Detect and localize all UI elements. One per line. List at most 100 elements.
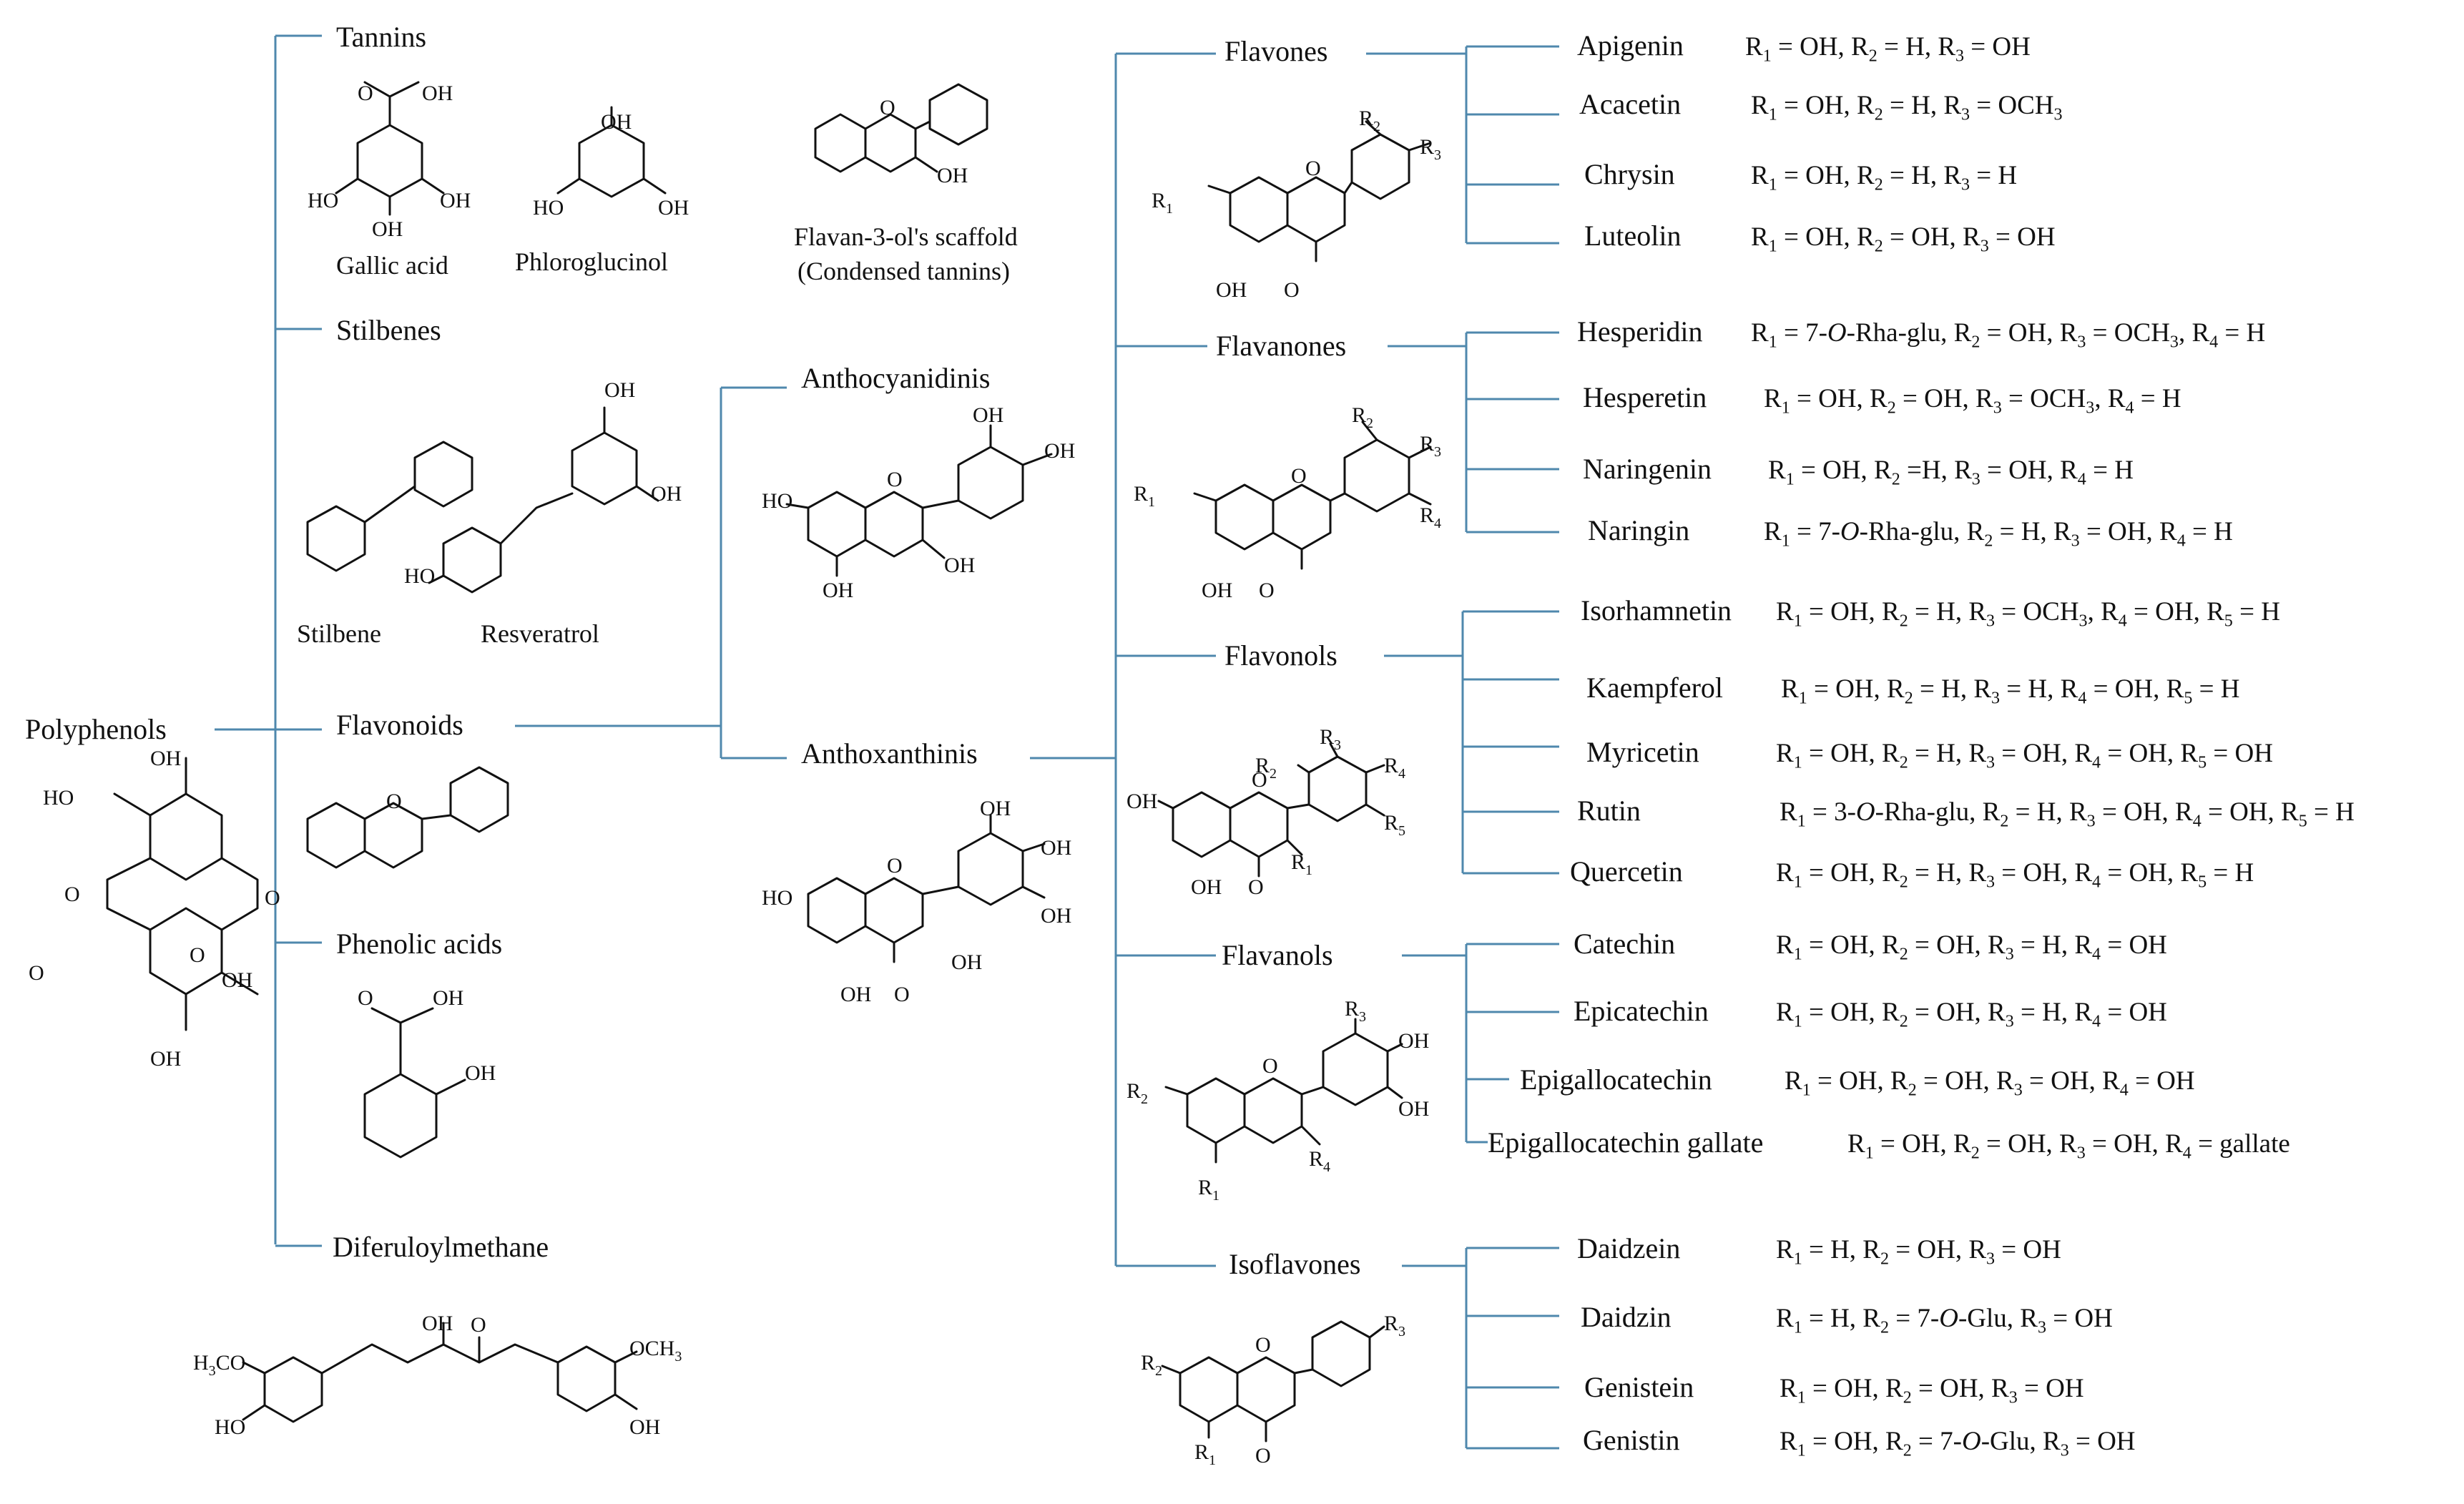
phloroglucinol-structure: OH HO OH bbox=[533, 106, 689, 220]
svg-text:HO: HO bbox=[215, 1415, 245, 1439]
substituent-formula: R1 = OH, R2 = OH, R3 = H, R4 = OH bbox=[1776, 930, 2167, 964]
svg-text:R3: R3 bbox=[1320, 725, 1341, 753]
svg-text:O: O bbox=[190, 943, 205, 967]
compound-name: Genistein bbox=[1584, 1371, 1694, 1403]
flavonols-bracket bbox=[1384, 610, 1559, 875]
svg-text:OH: OH bbox=[222, 968, 252, 992]
compound-label-gallic-acid: Gallic acid bbox=[336, 251, 448, 280]
compound-name: Acacetin bbox=[1579, 88, 1682, 120]
svg-text:R1: R1 bbox=[1194, 1440, 1216, 1468]
svg-text:OH: OH bbox=[651, 482, 682, 506]
flavonoid-split bbox=[515, 386, 787, 760]
scaffold-caption-line1: Flavan-3-ol's scaffold bbox=[794, 222, 1018, 251]
compound-label-stilbene: Stilbene bbox=[297, 619, 381, 648]
branch-label-tannins: Tannins bbox=[336, 21, 427, 53]
substituent-formula: R1 = OH, R2 = OH, R3 = OH, R4 = OH bbox=[1785, 1066, 2195, 1100]
svg-text:OCH3: OCH3 bbox=[629, 1337, 682, 1365]
flavanols-bracket bbox=[1402, 943, 1559, 1144]
compound-name: Hesperidin bbox=[1577, 315, 1703, 348]
flavanone-core-structure: R1 R2 R3 R4 O OH O bbox=[1134, 403, 1441, 602]
svg-text:R4: R4 bbox=[1420, 503, 1441, 531]
svg-text:OH: OH bbox=[440, 189, 471, 212]
class-label-flavanols: Flavanols bbox=[1222, 939, 1333, 971]
class-label-isoflavones: Isoflavones bbox=[1229, 1248, 1361, 1280]
flavonoid-skeleton-structure: O bbox=[306, 766, 509, 869]
svg-text:OH: OH bbox=[601, 110, 632, 134]
svg-text:O: O bbox=[471, 1313, 486, 1337]
svg-text:OH: OH bbox=[422, 82, 453, 105]
substituent-formula: R1 = OH, R2 = 7-O-Glu, R3 = OH bbox=[1780, 1427, 2136, 1460]
scaffold-caption-line2: (Condensed tannins) bbox=[797, 257, 1010, 285]
compound-label-phloroglucinol: Phloroglucinol bbox=[515, 247, 668, 276]
substituent-formula: R1 = 7-O-Rha-glu, R2 = H, R3 = OH, R4 = … bbox=[1764, 517, 2233, 551]
compound-label-resveratrol: Resveratrol bbox=[481, 619, 599, 648]
svg-text:OH: OH bbox=[823, 579, 853, 602]
substituent-formula: R1 = OH, R2 = OH, R3 = OH bbox=[1751, 222, 2056, 256]
svg-text:OH: OH bbox=[951, 950, 982, 974]
svg-text:O: O bbox=[29, 961, 44, 985]
compound-name: Apigenin bbox=[1577, 29, 1684, 62]
substituent-formula: R1 = OH, R2 =H, R3 = OH, R4 = H bbox=[1768, 456, 2134, 489]
svg-text:O: O bbox=[386, 790, 402, 813]
compound-name: Chrysin bbox=[1584, 158, 1675, 190]
svg-text:OH: OH bbox=[1191, 875, 1222, 899]
svg-text:O: O bbox=[1248, 875, 1264, 899]
class-ticks bbox=[1116, 52, 1216, 1267]
svg-text:R1: R1 bbox=[1291, 850, 1312, 878]
svg-text:O: O bbox=[880, 96, 895, 119]
svg-text:HO: HO bbox=[404, 564, 435, 588]
branch-label-diferuloylmethane: Diferuloylmethane bbox=[333, 1231, 549, 1263]
compound-name: Epigallocatechin gallate bbox=[1488, 1126, 1764, 1159]
svg-text:R3: R3 bbox=[1384, 1312, 1405, 1340]
svg-text:O: O bbox=[1291, 464, 1307, 488]
svg-text:O: O bbox=[1284, 278, 1300, 302]
svg-text:OH: OH bbox=[465, 1061, 496, 1085]
flavan-3-ol-structure: O OH bbox=[814, 83, 988, 187]
substituent-formula: R1 = OH, R2 = H, R3 = OH bbox=[1745, 32, 2031, 66]
isoflavones-bracket bbox=[1402, 1247, 1559, 1450]
svg-text:O: O bbox=[887, 468, 903, 491]
svg-text:OH: OH bbox=[944, 554, 975, 577]
substituent-formula: R1 = OH, R2 = OH, R3 = OH, R4 = gallate bbox=[1847, 1129, 2290, 1163]
substituent-formula: R1 = OH, R2 = H, R3 = OCH3 bbox=[1751, 91, 2063, 124]
svg-text:OH: OH bbox=[1398, 1029, 1429, 1053]
svg-text:HO: HO bbox=[762, 489, 792, 513]
svg-text:OH: OH bbox=[973, 403, 1003, 427]
substituent-formula: R1 = 7-O-Rha-glu, R2 = OH, R3 = OCH3, R4… bbox=[1751, 318, 2266, 352]
substituent-formula: R1 = OH, R2 = H, R3 = OCH3, R4 = OH, R5 … bbox=[1776, 597, 2280, 631]
root-label-polyphenols: Polyphenols bbox=[25, 713, 167, 745]
svg-text:HO: HO bbox=[308, 189, 338, 212]
compound-name: Naringin bbox=[1588, 514, 1690, 546]
substituent-formula: R1 = H, R2 = 7-O-Glu, R3 = OH bbox=[1776, 1304, 2113, 1337]
compound-name: Daidzein bbox=[1577, 1232, 1681, 1264]
svg-text:OH: OH bbox=[433, 986, 463, 1010]
flavanol-core-structure: R2 O R3 OH OH R4 R1 bbox=[1127, 997, 1429, 1204]
svg-text:O: O bbox=[265, 886, 280, 910]
svg-text:OH: OH bbox=[1127, 790, 1157, 813]
svg-text:R2: R2 bbox=[1141, 1351, 1162, 1379]
svg-text:O: O bbox=[1255, 1333, 1271, 1357]
compound-name: Daidzin bbox=[1581, 1301, 1672, 1333]
substituent-formula: R1 = OH, R2 = H, R3 = OH, R4 = OH, R5 = … bbox=[1776, 858, 2254, 892]
substituent-formula: R1 = OH, R2 = OH, R3 = OCH3, R4 = H bbox=[1764, 384, 2181, 418]
phenolic-acid-structure: O OH OH bbox=[358, 986, 496, 1159]
flavanones-bracket bbox=[1388, 331, 1559, 534]
svg-text:O: O bbox=[1262, 1054, 1278, 1078]
substituent-formula: R1 = OH, R2 = H, R3 = H, R4 = OH, R5 = H bbox=[1781, 674, 2240, 708]
anthocyanidin-structure: O OH OH HO OH OH bbox=[762, 403, 1075, 602]
compound-name: Quercetin bbox=[1570, 855, 1683, 888]
svg-text:R2: R2 bbox=[1352, 403, 1373, 431]
svg-text:OH: OH bbox=[840, 983, 871, 1006]
substituent-formula: R1 = OH, R2 = OH, R3 = H, R4 = OH bbox=[1776, 998, 2167, 1031]
group-label-anthocyanidins: Anthocyanidinis bbox=[801, 362, 991, 394]
svg-text:R1: R1 bbox=[1134, 482, 1155, 510]
substituent-formula: R1 = OH, R2 = H, R3 = OH, R4 = OH, R5 = … bbox=[1776, 739, 2273, 772]
svg-text:O: O bbox=[1255, 1444, 1271, 1468]
svg-text:R4: R4 bbox=[1384, 754, 1405, 782]
class-label-flavones: Flavones bbox=[1224, 35, 1328, 67]
anthoxanthin-structure: O OH OH OH HO OH O OH bbox=[762, 797, 1071, 1006]
svg-text:O: O bbox=[887, 854, 903, 878]
svg-text:OH: OH bbox=[1041, 836, 1071, 860]
svg-text:R2: R2 bbox=[1359, 107, 1380, 134]
